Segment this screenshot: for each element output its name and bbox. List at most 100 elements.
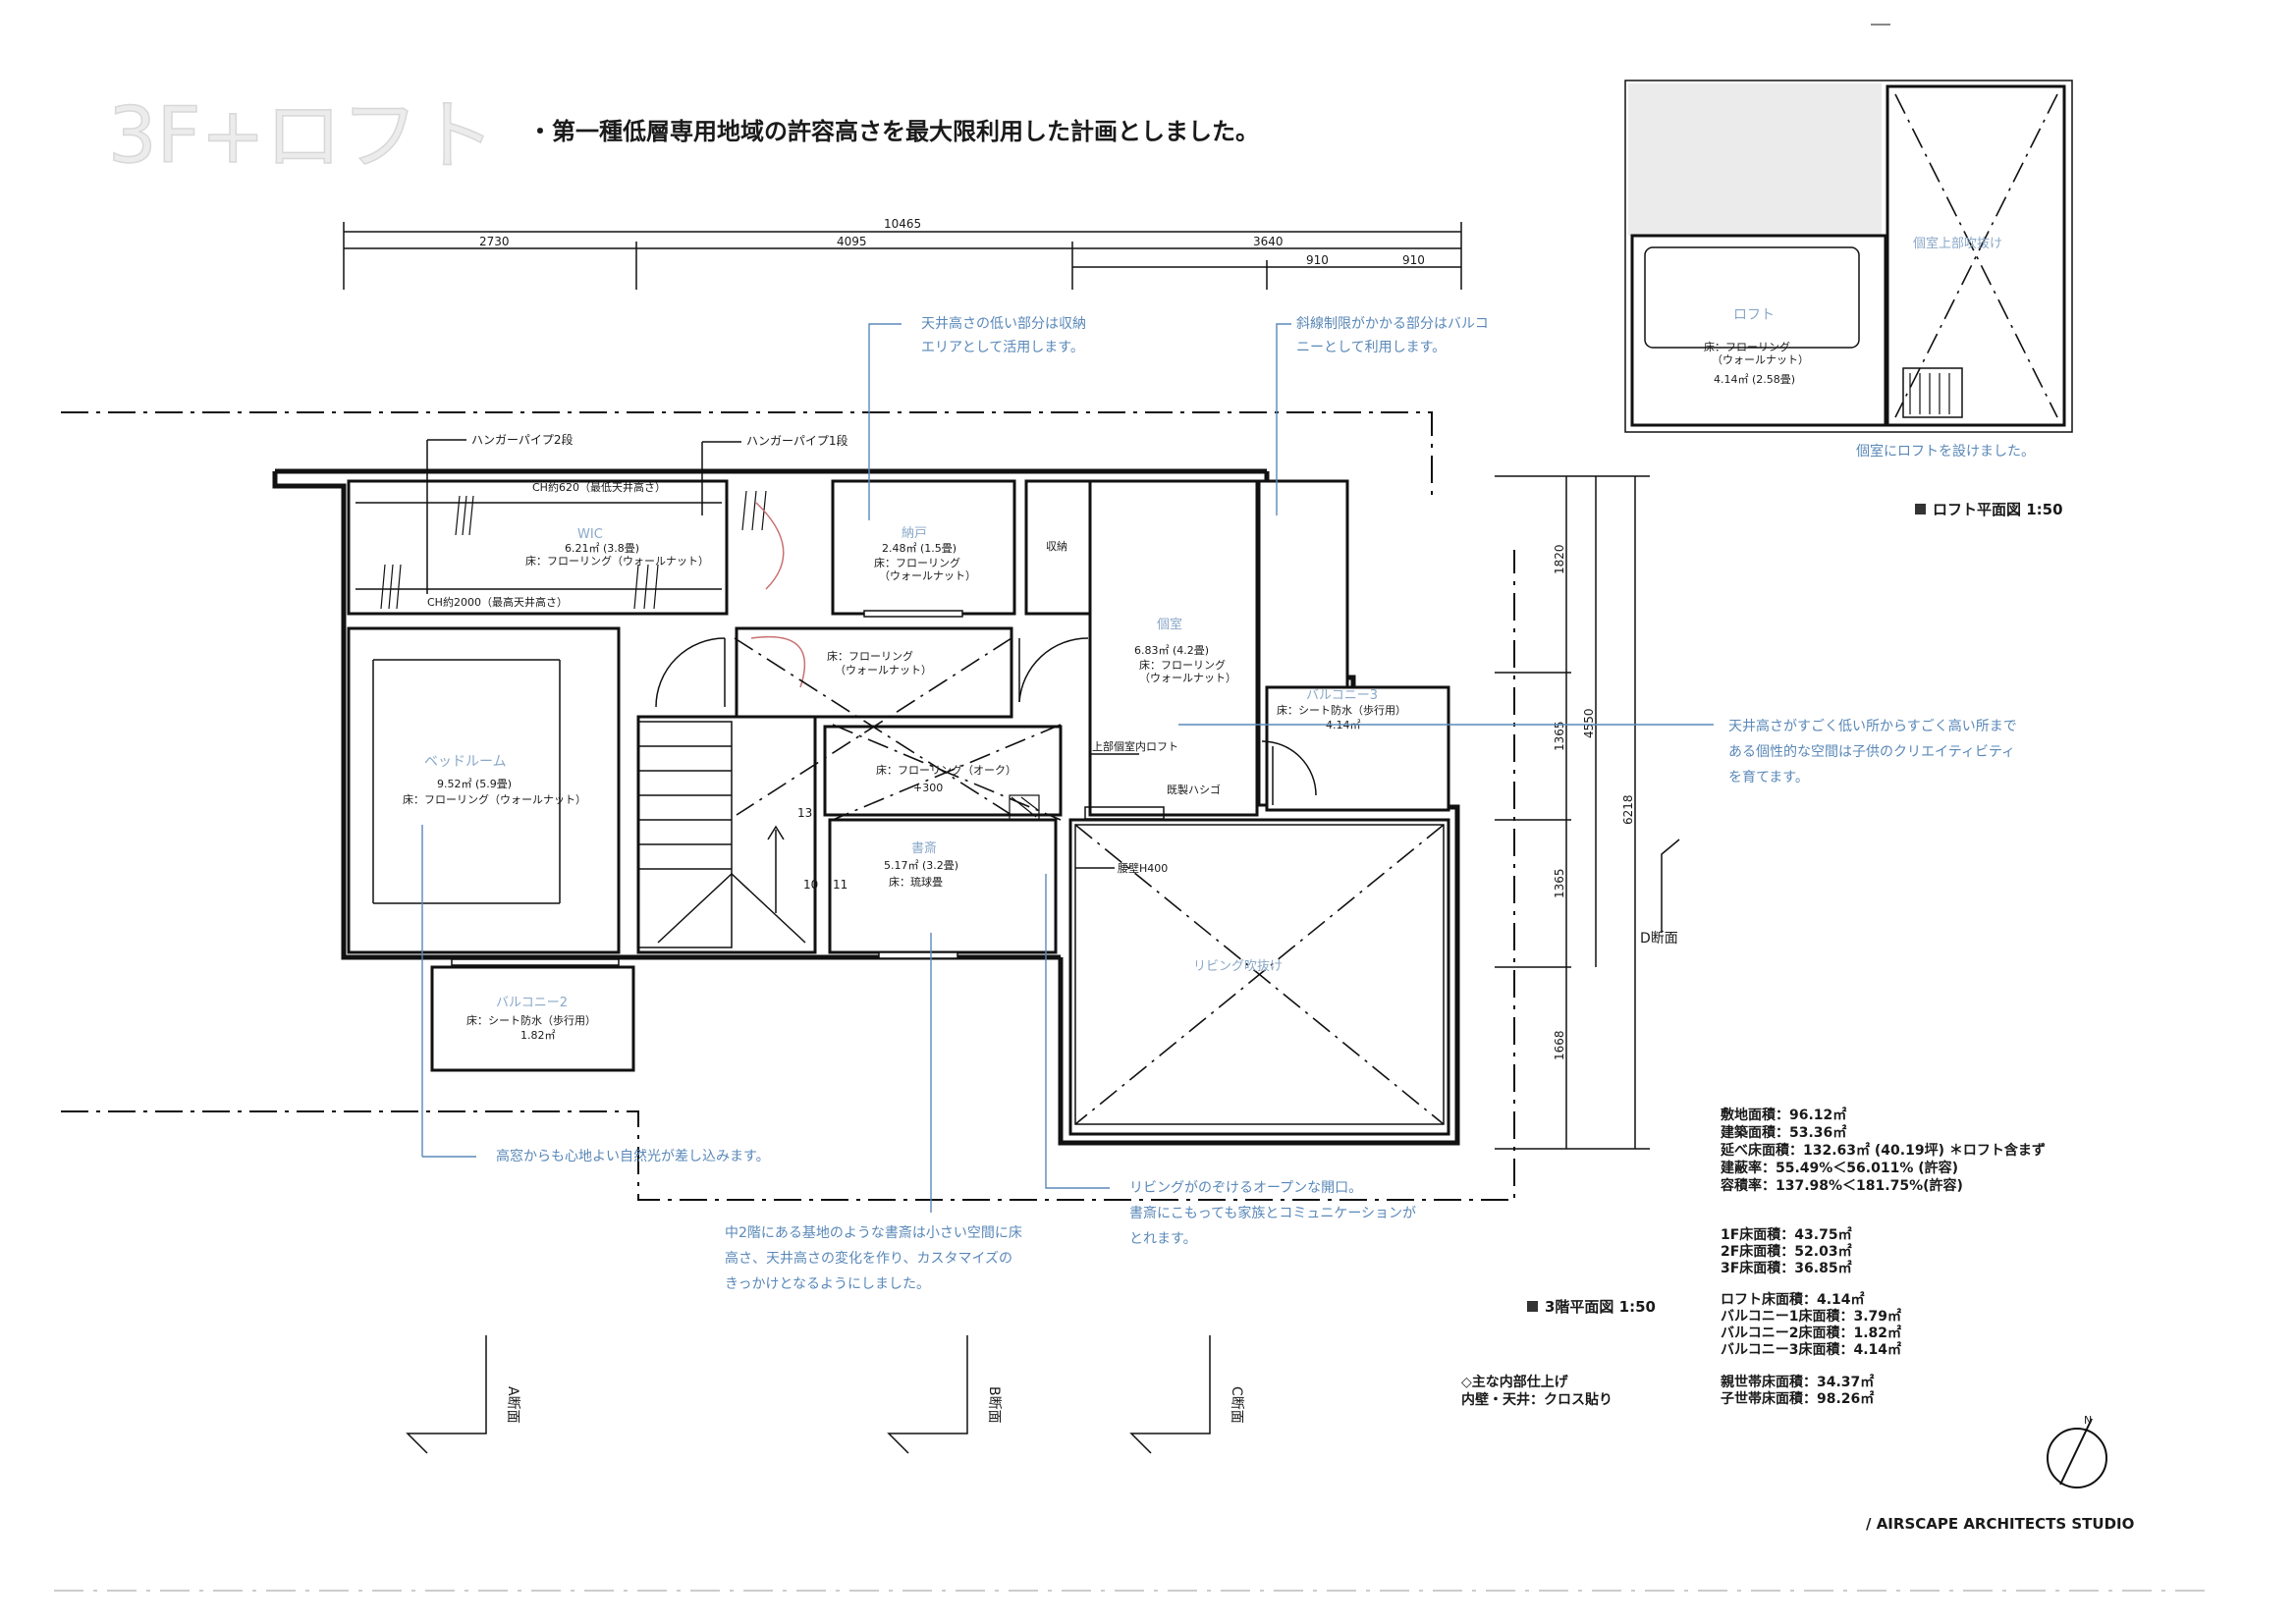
bedroom-name: ベッドルーム bbox=[424, 754, 507, 770]
storage-name: 納戸 bbox=[902, 526, 927, 541]
door-swings bbox=[655, 502, 1317, 821]
section-c: C断面 bbox=[1229, 1386, 1244, 1424]
living-void-label: リビング吹抜け bbox=[1193, 958, 1283, 974]
note-ceiling-1: 天井高さがすごく低い所からすごく高い所まで bbox=[1728, 718, 2017, 734]
study-name: 書斎 bbox=[911, 840, 937, 856]
annotation-leaders bbox=[421, 323, 1714, 1213]
area-1f: 1F床面積：43.75㎡ bbox=[1721, 1226, 1852, 1243]
balcony2-floor: 床：シート防水（歩行用） bbox=[466, 1013, 596, 1027]
north-arrow: N bbox=[2047, 1414, 2107, 1488]
loft-floor-1: 床：フローリング bbox=[1704, 340, 1790, 353]
area-balcony3: バルコニー3床面積：4.14㎡ bbox=[1721, 1341, 1901, 1358]
dim-910-b: 910 bbox=[1402, 253, 1425, 267]
note-opening-3: とれます。 bbox=[1129, 1231, 1197, 1247]
note-ceiling-3: を育てます。 bbox=[1728, 770, 1809, 785]
dim-910-a: 910 bbox=[1306, 253, 1329, 267]
dim-overall: 10465 bbox=[884, 217, 921, 231]
dim-6218: 6218 bbox=[1621, 794, 1635, 825]
note-opening-2: 書斎にこもっても家族とコミュニケーションが bbox=[1129, 1205, 1416, 1221]
hanger-pipe-1-label: ハンガーパイプ1段 bbox=[746, 433, 848, 448]
kodomo-name: 個室 bbox=[1157, 617, 1182, 632]
dim-2730: 2730 bbox=[479, 235, 510, 248]
section-a: A断面 bbox=[505, 1386, 520, 1424]
area-balcony1: バルコニー1床面積：3.79㎡ bbox=[1721, 1308, 1901, 1325]
void-markers bbox=[734, 637, 1445, 1125]
ladder-label: 既製ハシゴ bbox=[1167, 783, 1221, 796]
ceiling-low-label: CH約620（最低天井高さ） bbox=[532, 480, 666, 494]
hanger-pipe-marks bbox=[380, 439, 767, 610]
right-dimensions: 1820 1365 1365 1668 4550 6218 bbox=[1495, 475, 1650, 1150]
dim-1365-b: 1365 bbox=[1553, 868, 1566, 898]
loft-caption: 個室にロフトを設けました。 bbox=[1856, 443, 2035, 460]
loft-name: ロフト bbox=[1733, 307, 1775, 323]
note-light: 高窓からも心地よい自然光が差し込みます。 bbox=[496, 1148, 770, 1164]
plan-title-marker bbox=[1527, 1301, 1538, 1312]
finish-value: 内壁・天井：クロス貼り bbox=[1461, 1391, 1613, 1408]
kodomo-area: 6.83㎡ (4.2畳) bbox=[1134, 644, 1209, 657]
balcony3-floor: 床：シート防水（歩行用） bbox=[1277, 703, 1406, 717]
stair: 13 10 11 bbox=[637, 721, 847, 948]
note-storage-2: エリアとして活用します。 bbox=[921, 340, 1084, 355]
loft-area: 4.14㎡ (2.58畳) bbox=[1714, 373, 1795, 386]
ceiling-high-label: CH約2000（最高天井高さ） bbox=[427, 595, 568, 609]
wic-floor: 床：フローリング（ウォールナット） bbox=[525, 554, 709, 568]
wic-name: WIC bbox=[577, 527, 603, 542]
area-2f: 2F床面積：52.03㎡ bbox=[1721, 1243, 1852, 1260]
windows bbox=[451, 610, 963, 966]
room-labels: ハンガーパイプ2段 ハンガーパイプ1段 CH約620（最低天井高さ） WIC 6… bbox=[403, 432, 1406, 1042]
note-opening-1: リビングがのぞけるオープンな開口。 bbox=[1129, 1180, 1362, 1196]
shuno-label: 収納 bbox=[1046, 540, 1067, 553]
oak-floor: 床：フローリング（オーク） bbox=[876, 763, 1016, 777]
balcony2-name: バルコニー2 bbox=[496, 996, 568, 1010]
studio-name: / AIRSCAPE ARCHITECTS STUDIO bbox=[1866, 1515, 2134, 1533]
hall-floor-1: 床：フローリング bbox=[827, 649, 913, 663]
hanger-pipe-2-label: ハンガーパイプ2段 bbox=[471, 432, 574, 447]
wall-height-label: 腰壁H400 bbox=[1118, 861, 1168, 875]
storage-area: 2.48㎡ (1.5畳) bbox=[882, 542, 957, 555]
finish-title: ◇主な内部仕上げ bbox=[1461, 1374, 1569, 1390]
section-d: D断面 bbox=[1640, 931, 1678, 947]
area-site: 敷地面積：96.12㎡ bbox=[1721, 1107, 1846, 1123]
note-balcony-2: ニーとして利用します。 bbox=[1296, 340, 1446, 355]
area-balcony2: バルコニー2床面積：1.82㎡ bbox=[1721, 1325, 1901, 1341]
loft-title-marker bbox=[1915, 504, 1926, 514]
section-b: B断面 bbox=[986, 1386, 1002, 1424]
area-far: 容積率：137.98%＜181.75%(許容) bbox=[1720, 1177, 1963, 1194]
stair-number-13: 13 bbox=[797, 806, 812, 820]
balcony2-area: 1.82㎡ bbox=[520, 1029, 556, 1042]
stair-number-10: 10 bbox=[803, 878, 818, 892]
balcony3-name: バルコニー3 bbox=[1306, 688, 1378, 703]
upper-loft-label: 上部個室内ロフト bbox=[1092, 739, 1178, 753]
wic-area: 6.21㎡ (3.8畳) bbox=[565, 542, 639, 555]
note-balcony-1: 斜線制限がかかる部分はバルコ bbox=[1296, 316, 1489, 332]
kodomo-floor-1: 床：フローリング bbox=[1139, 658, 1226, 672]
area-loft: ロフト床面積：4.14㎡ bbox=[1721, 1291, 1865, 1308]
area-building: 建築面積：53.36㎡ bbox=[1721, 1124, 1846, 1141]
concept-text: ・第一種低層専用地域の許容高さを最大限利用した計画としました。 bbox=[528, 118, 1259, 145]
dim-1820: 1820 bbox=[1553, 544, 1566, 574]
north-label: N bbox=[2084, 1414, 2092, 1427]
note-storage-1: 天井高さの低い部分は収納 bbox=[921, 315, 1086, 332]
top-dimensions: 10465 2730 4095 3640 910 910 bbox=[343, 217, 1462, 290]
dim-3640: 3640 bbox=[1253, 235, 1284, 248]
note-ceiling-2: ある個性的な空間は子供のクリエイティビティ bbox=[1728, 744, 2015, 760]
kodomo-floor-2: （ウォールナット） bbox=[1139, 672, 1236, 684]
storage-floor-1: 床：フローリング bbox=[874, 556, 960, 569]
hall-floor-2: （ウォールナット） bbox=[835, 664, 932, 676]
area-parent: 親世帯床面積：34.37㎡ bbox=[1721, 1374, 1874, 1390]
area-3f: 3F床面積：36.85㎡ bbox=[1721, 1260, 1852, 1276]
note-study-3: きっかけとなるようにしました。 bbox=[725, 1276, 930, 1292]
dim-1365-a: 1365 bbox=[1553, 721, 1566, 751]
dim-4095: 4095 bbox=[837, 235, 867, 248]
note-study-2: 高さ、天井高さの変化を作り、カスタマイズの bbox=[725, 1250, 1012, 1267]
loft-title: ロフト平面図 1:50 bbox=[1933, 501, 2063, 518]
dim-1668: 1668 bbox=[1553, 1030, 1566, 1060]
area-child: 子世帯床面積：98.26㎡ bbox=[1721, 1390, 1874, 1407]
floor-title: 3F+ロフト bbox=[108, 92, 495, 181]
area-summary: 敷地面積：96.12㎡ 建築面積：53.36㎡ 延べ床面積：132.63㎡ (4… bbox=[1720, 1107, 2046, 1407]
loft-floor-2: （ウォールナット） bbox=[1712, 353, 1809, 366]
floor-plan-walls bbox=[272, 468, 1460, 1146]
bedroom-floor: 床：フローリング（ウォールナット） bbox=[403, 792, 586, 806]
study-area: 5.17㎡ (3.2畳) bbox=[884, 859, 958, 872]
